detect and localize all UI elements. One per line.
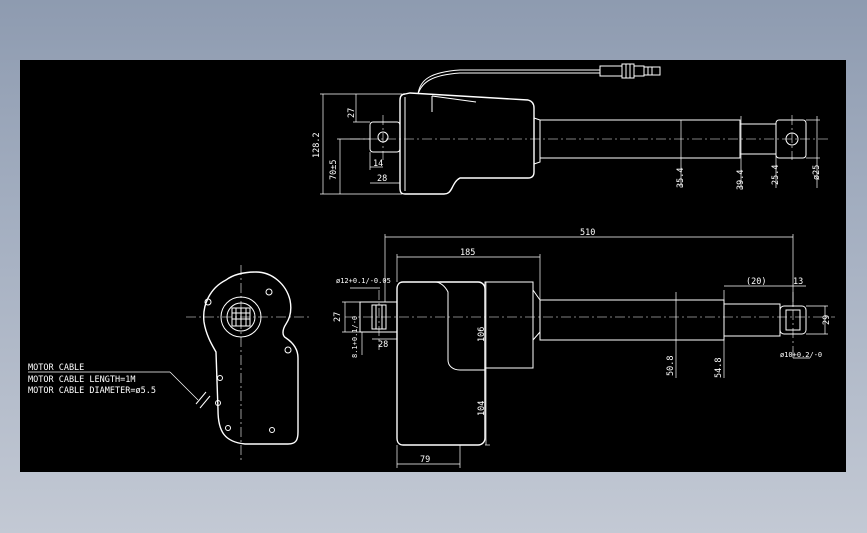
note-cable-diameter: MOTOR CABLE DIAMETER=ø5.5 — [28, 386, 156, 396]
dim-dia-10: ø10+0.2/-0 — [780, 351, 822, 359]
side-view — [28, 265, 312, 460]
cable-connector — [599, 63, 661, 79]
mount-hole-6 — [225, 425, 231, 431]
dim-39-4: 39.4 — [736, 170, 746, 190]
dim-28-front: 28 — [378, 340, 388, 350]
dim-dia-25: ø25 — [812, 165, 822, 180]
mount-hole-3 — [284, 346, 292, 354]
dim-128-2: 128.2 — [312, 132, 322, 158]
gearbox-front — [484, 281, 534, 369]
dim-104: 104 — [477, 401, 487, 416]
motor-cable — [417, 69, 600, 95]
dim-510: 510 — [580, 228, 595, 238]
dim-185: 185 — [460, 248, 475, 258]
dim-70: 70±5 — [329, 160, 339, 180]
motor-body-front — [396, 281, 486, 446]
rear-mount-tab — [369, 121, 401, 153]
dim-27-front: 27 — [333, 312, 343, 322]
cad-drawing: 128.2 70±5 27 14 28 35.4 39.4 25.4 ø25 — [28, 63, 835, 468]
dim-14: 14 — [373, 159, 383, 169]
outer-tube-front — [539, 299, 725, 341]
cable-stub — [195, 391, 207, 405]
dim-dia-12: ø12+0.1/-0.05 — [336, 277, 391, 285]
note-cable-length: MOTOR CABLE LENGTH=1M — [28, 375, 135, 385]
dim-13: 13 — [793, 277, 803, 287]
dim-25-4: 25.4 — [771, 165, 781, 185]
mount-hole-7 — [269, 427, 275, 433]
motor-housing-top — [399, 92, 535, 195]
dim-50-8: 50.8 — [666, 356, 676, 376]
inner-rod-front — [723, 303, 781, 337]
mount-hole-4 — [217, 375, 223, 381]
top-view: 128.2 70±5 27 14 28 35.4 39.4 25.4 ø25 — [312, 63, 830, 195]
cable-notes: MOTOR CABLE MOTOR CABLE LENGTH=1M MOTOR … — [28, 363, 156, 396]
dim-29: 29 — [822, 315, 832, 325]
dim-79: 79 — [420, 455, 430, 465]
dim-106: 106 — [477, 327, 487, 342]
cad-drawing-area: 128.2 70±5 27 14 28 35.4 39.4 25.4 ø25 — [20, 60, 846, 472]
mount-hole-1 — [204, 298, 212, 306]
dim-35-4: 35.4 — [676, 168, 686, 188]
dim-27-top: 27 — [347, 108, 357, 118]
mount-hole-5 — [215, 400, 221, 406]
side-body-outline — [203, 271, 299, 445]
dim-8-1: 8.1+0.1/-0 — [351, 316, 359, 358]
front-view: 510 185 (20) 13 ø12+0.1/-0.05 27 8.1+0.1… — [333, 228, 835, 468]
dim-20: (20) — [746, 277, 766, 287]
mount-hole-2 — [265, 288, 273, 296]
dim-54-8: 54.8 — [714, 358, 724, 378]
dim-28-top: 28 — [377, 174, 387, 184]
note-motor-cable: MOTOR CABLE — [28, 363, 84, 373]
